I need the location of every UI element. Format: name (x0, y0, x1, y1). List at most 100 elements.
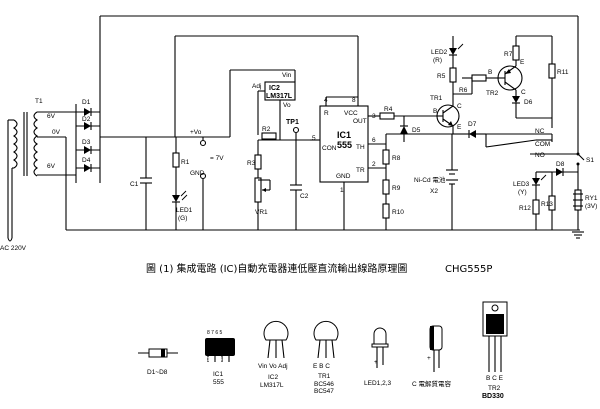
legend-tr1-label: TR1 (318, 373, 331, 380)
legend-tr1-sub: BC546 (314, 381, 334, 388)
ic1-gnd: GND (336, 173, 351, 180)
legend-diode: D1~D8 (138, 348, 178, 376)
d8: D8 (552, 161, 578, 176)
tr2-e: E (520, 59, 525, 66)
tr1-b: B (433, 108, 437, 115)
led3-label: LED3 (513, 181, 530, 188)
r1-label: R1 (181, 159, 190, 166)
tp1-c2: TP1 C2 (286, 119, 309, 230)
tr2-label: TR2 (486, 90, 499, 97)
ic1-name: IC1 (337, 130, 351, 140)
led1-color: (G) (178, 215, 187, 222)
legend-led: + LED1,2,3 (364, 327, 391, 387)
c1-label: C1 (130, 181, 139, 188)
ry1-label: RY1 (585, 195, 598, 202)
r10-label: R10 (392, 209, 404, 216)
r4: R4 (368, 106, 436, 120)
dc-output: +Vo = 7V GND (190, 129, 224, 230)
legend-tr2-pins: B C E (486, 375, 504, 382)
mains-label: AC 220V (0, 245, 27, 252)
r8-r9-r10: R8 R9 R10 (382, 149, 404, 230)
legend-diode-label: D1~D8 (147, 369, 168, 376)
d7: D7 (453, 121, 486, 138)
d8-label: D8 (556, 161, 565, 168)
r11-label: R11 (557, 69, 569, 76)
ic1-r: R (324, 110, 329, 117)
ic2-part: LM317L (266, 93, 293, 100)
caption-model: CHG555P (445, 264, 492, 275)
relay-com: COM (535, 141, 550, 148)
tap-center-label: 0V (52, 129, 61, 136)
ic1-top-pins: 8 7 6 5 (207, 330, 223, 336)
led-plus: + (374, 359, 378, 366)
rectifier-bridge: D1 D2 D3 D4 (75, 99, 101, 183)
vo-label: +Vo (190, 129, 202, 136)
tr1-transistor: TR1 B C E (430, 95, 462, 131)
legend-ic2-label: IC2 (268, 374, 279, 381)
r7: R7 (504, 36, 520, 66)
tr2-c: C (521, 89, 526, 96)
legend-tr2-label: TR2 (488, 385, 501, 392)
ic1-tr: TR (356, 167, 365, 174)
legend-tr1-pins: E B C (313, 363, 330, 370)
caption-title: 圖 (1) 集成電路 (IC)自動充電器連低壓直流輸出線路原理圖 (146, 262, 407, 275)
r4-label: R4 (384, 106, 393, 113)
relay-nc: NC (535, 128, 545, 135)
legend-capacitor: + C 電解質電容 (412, 325, 452, 388)
legend-ic2: Vin Vo Adj IC2 LM317L (258, 320, 289, 389)
ic2-vin: Vin (282, 72, 292, 79)
transformer-t1: T1 6V 0V 6V AC 220V (0, 98, 61, 252)
r13: R13 (541, 172, 556, 230)
tr1-label: TR1 (430, 95, 443, 102)
d6: D6 (512, 90, 533, 118)
legend-ic2-pins: Vin Vo Adj (258, 363, 288, 370)
relay-no: NO (535, 152, 545, 159)
r12-label: R12 (519, 205, 531, 212)
ic2-vo: Vo (283, 102, 291, 109)
tap-lower-label: 6V (47, 163, 56, 170)
relay-ry1: RY1 (3V) (572, 172, 598, 239)
r3-label: R3 (247, 160, 256, 167)
d5: D5 (400, 116, 421, 142)
d7-label: D7 (468, 121, 477, 128)
legend-tr1: E B C TR1 BC546 BC547 (313, 320, 339, 395)
output-voltage: = 7V (210, 155, 224, 162)
t1-label: T1 (35, 98, 43, 105)
legend-ic1-label: IC1 (213, 371, 224, 378)
led3-r12: LED3 (Y) R12 (513, 171, 552, 230)
tr1-c: C (457, 103, 462, 110)
r2-r3-vr1: R2 R3 VR1 (247, 126, 277, 230)
r9-label: R9 (392, 185, 401, 192)
ic2-adj: Adj (252, 83, 261, 90)
ic1-pin2: 2 (372, 161, 376, 168)
relay-contacts: NC COM NO (485, 118, 578, 159)
ic1-vcc: VCC (344, 110, 358, 117)
ic1-con: CON (322, 145, 337, 152)
led2-r5: LED2 (R) R5 (431, 36, 464, 94)
battery-count: X2 (430, 188, 438, 195)
capacitor-c1: C1 (130, 137, 152, 230)
d3-label: D3 (82, 139, 91, 146)
ic1-pin8: 8 (352, 97, 356, 104)
ry1-voltage: (3V) (585, 203, 597, 210)
d5-label: D5 (412, 127, 421, 134)
c2-label: C2 (300, 193, 309, 200)
d1-label: D1 (82, 99, 91, 106)
vr1-label: VR1 (255, 209, 268, 216)
ic1-pin5: 5 (312, 135, 316, 142)
r8-label: R8 (392, 155, 401, 162)
d4-label: D4 (82, 157, 91, 164)
ic1-out: OUT (353, 118, 367, 125)
s1-label: S1 (586, 157, 594, 164)
tr2-transistor: B E C TR2 (486, 59, 526, 97)
ic1-pin6: 6 (372, 137, 376, 144)
led1-label: LED1 (176, 207, 193, 214)
legend-cap-label: C 電解質電容 (412, 379, 452, 388)
r11: R11 (548, 36, 569, 118)
r13-label: R13 (541, 201, 553, 208)
legend-tr1-sub2: BC547 (314, 388, 334, 395)
gnd-label: GND (190, 170, 205, 177)
legend-tr2: B C E TR2 BD330 (482, 301, 508, 400)
r6-label: R6 (459, 87, 468, 94)
